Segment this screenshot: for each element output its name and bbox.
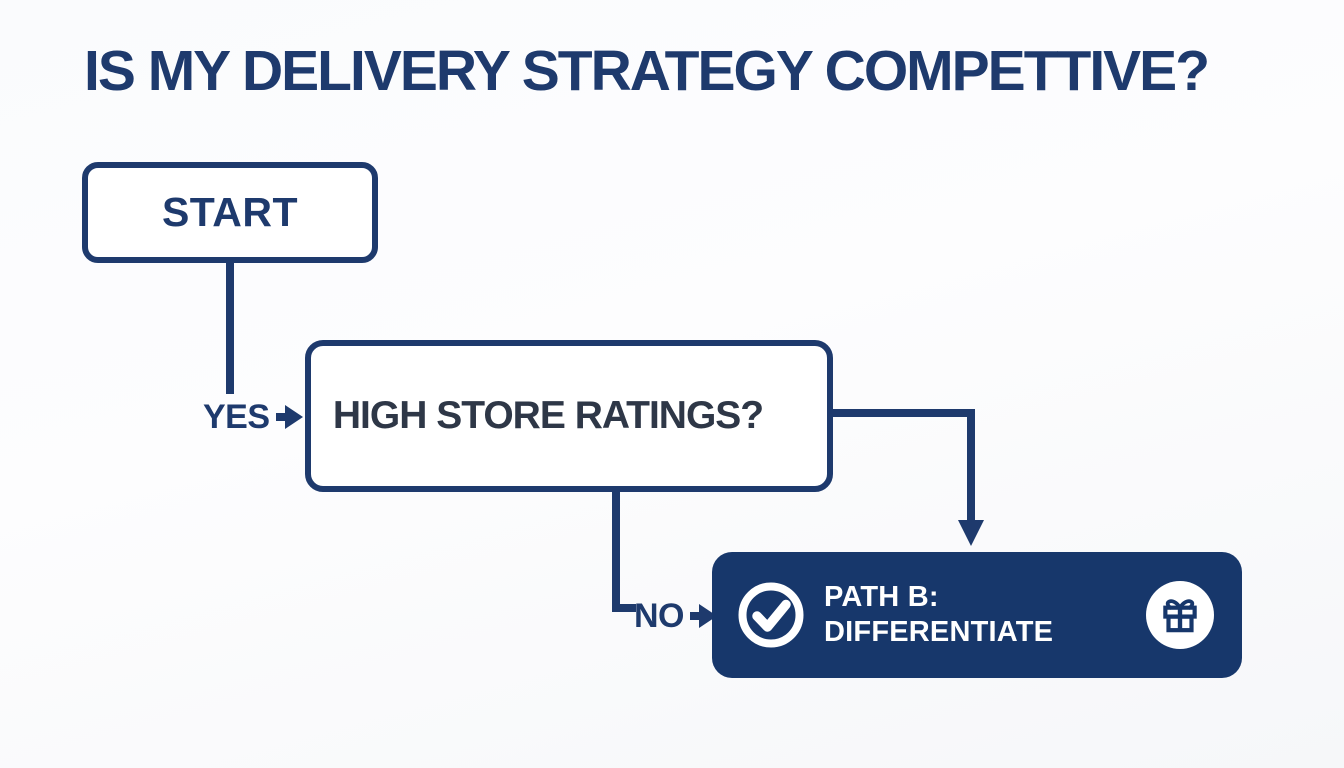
edge-yes: YES xyxy=(203,397,303,436)
yes-arrow-stem xyxy=(275,413,285,421)
question-node: HIGH STORE RATINGS? xyxy=(305,340,833,492)
connector-no-vertical xyxy=(612,490,620,612)
connector-right-horizontal xyxy=(831,409,975,417)
connector-start-down xyxy=(226,261,234,394)
path-b-subtitle: DIFFERENTIATE xyxy=(824,616,1054,648)
check-circle-icon xyxy=(738,582,804,648)
right-arrow-icon xyxy=(284,405,303,429)
no-arrow-stem xyxy=(690,612,699,620)
path-b-title: PATH B: xyxy=(824,580,939,613)
down-arrow-icon xyxy=(958,520,984,546)
yes-edge-label: YES xyxy=(203,397,270,436)
start-node: START xyxy=(82,162,378,263)
page-title: IS MY DELIVERY STRATEGY COMPETTIVE? xyxy=(84,39,1210,103)
gift-icon xyxy=(1163,599,1197,633)
path-b-label: PATH B: DIFFERENTIATE xyxy=(824,580,1053,651)
no-edge-label: NO xyxy=(634,596,685,635)
path-b-node: PATH B: DIFFERENTIATE xyxy=(712,552,1242,678)
connector-no-foot xyxy=(612,604,636,612)
gift-badge xyxy=(1146,581,1214,649)
connector-right-vertical xyxy=(967,409,975,521)
start-node-label: START xyxy=(161,189,299,235)
question-node-label: HIGH STORE RATINGS? xyxy=(332,394,764,437)
edge-no: NO xyxy=(634,596,717,635)
